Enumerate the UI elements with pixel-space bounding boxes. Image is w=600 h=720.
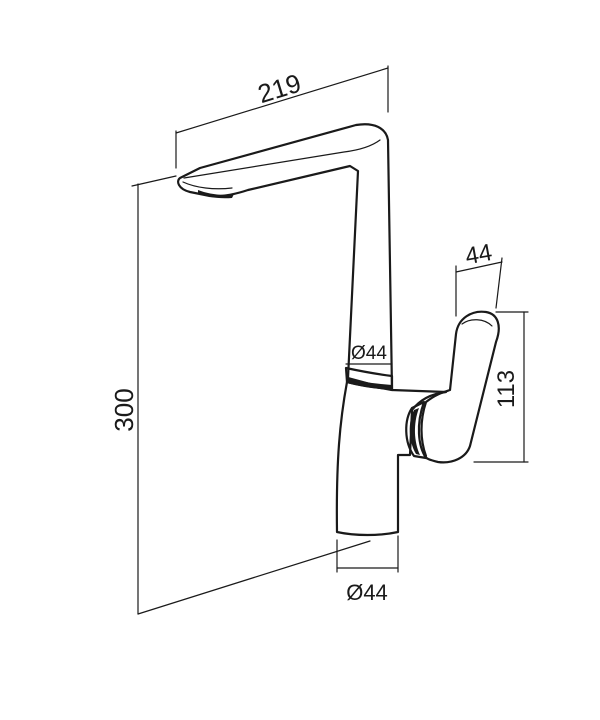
dim-lever-height: 113 bbox=[473, 311, 529, 463]
dim-total-height: 300 bbox=[109, 175, 371, 615]
lever bbox=[420, 310, 500, 464]
spout-reach-label: 219 bbox=[254, 68, 304, 109]
total-height-label: 300 bbox=[109, 388, 139, 431]
lever-width-label: 44 bbox=[463, 239, 494, 270]
dim-spout-reach: 219 bbox=[175, 65, 389, 169]
faucet-outline bbox=[177, 123, 500, 537]
lever-height-label: 113 bbox=[493, 370, 520, 408]
body bbox=[335, 380, 448, 537]
dim-body-diameter: Ø44 bbox=[345, 343, 393, 365]
body-diameter-label: Ø44 bbox=[351, 343, 387, 364]
dim-lever-width: 44 bbox=[455, 239, 503, 317]
base-diameter-label: Ø44 bbox=[346, 580, 388, 605]
spout bbox=[177, 123, 394, 392]
dim-base-diameter: Ø44 bbox=[336, 535, 399, 605]
